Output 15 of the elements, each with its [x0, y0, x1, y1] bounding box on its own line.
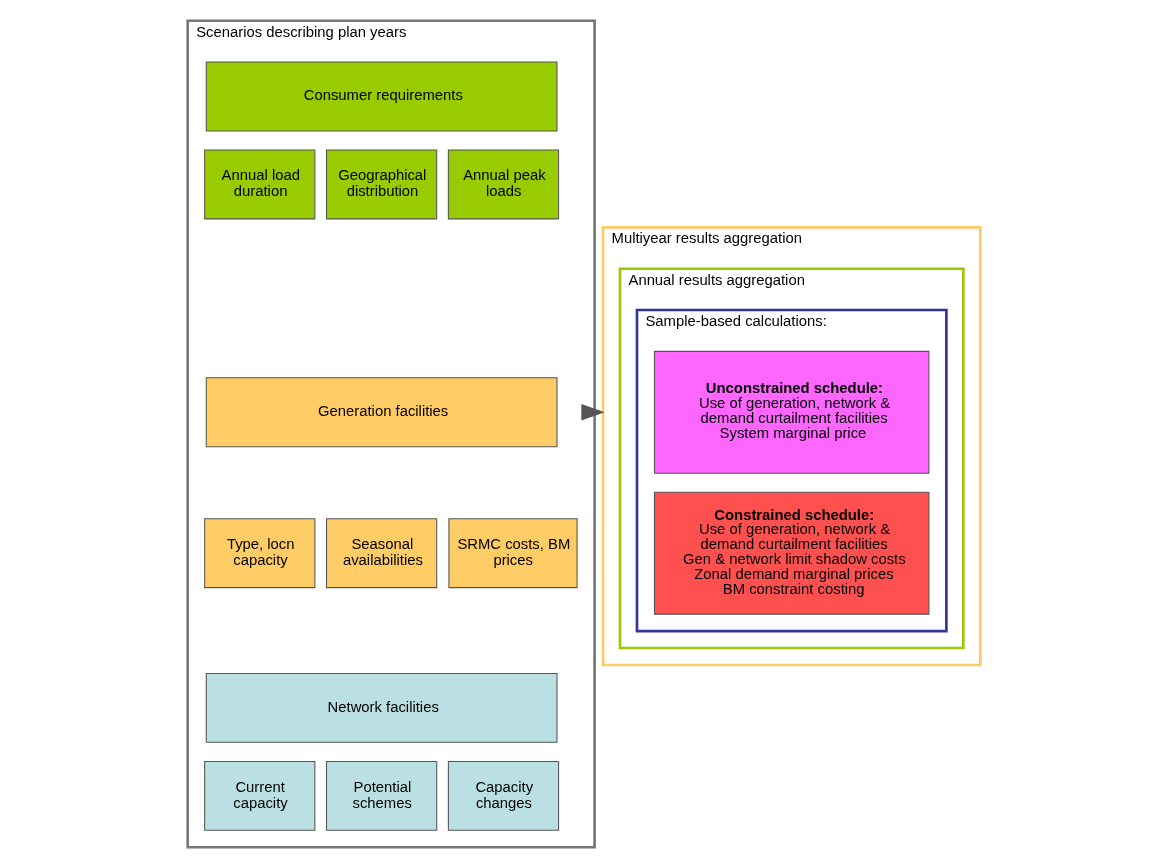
node-box: Current capacity	[203, 760, 315, 831]
arrow	[580, 404, 605, 421]
node-box: Network facilities	[205, 672, 557, 743]
node-box: SRMC costs, BM prices	[447, 518, 578, 589]
node-box: Generation facilities	[205, 377, 557, 448]
node-box: Annual load duration	[203, 149, 315, 220]
node-box: Constrained schedule: Use of generation, network & demand curtailment facilities Gen & network limit shadow costs Zonal demand marginal prices BM constraint costing	[653, 491, 929, 615]
node-box: Unconstrained schedule: Use of generation, network & demand curtailment facilities System marginal price	[653, 350, 929, 474]
node-box: Seasonal availabilities	[325, 518, 437, 589]
node-box: Annual peak loads	[447, 149, 559, 220]
node-box: Potential schemes	[325, 760, 437, 831]
node-box: Type, locn capacity	[203, 518, 315, 589]
node-box: Capacity changes	[447, 760, 559, 831]
node-box: Geographical distribution	[325, 149, 437, 220]
node-box: Consumer requirements	[205, 61, 557, 132]
